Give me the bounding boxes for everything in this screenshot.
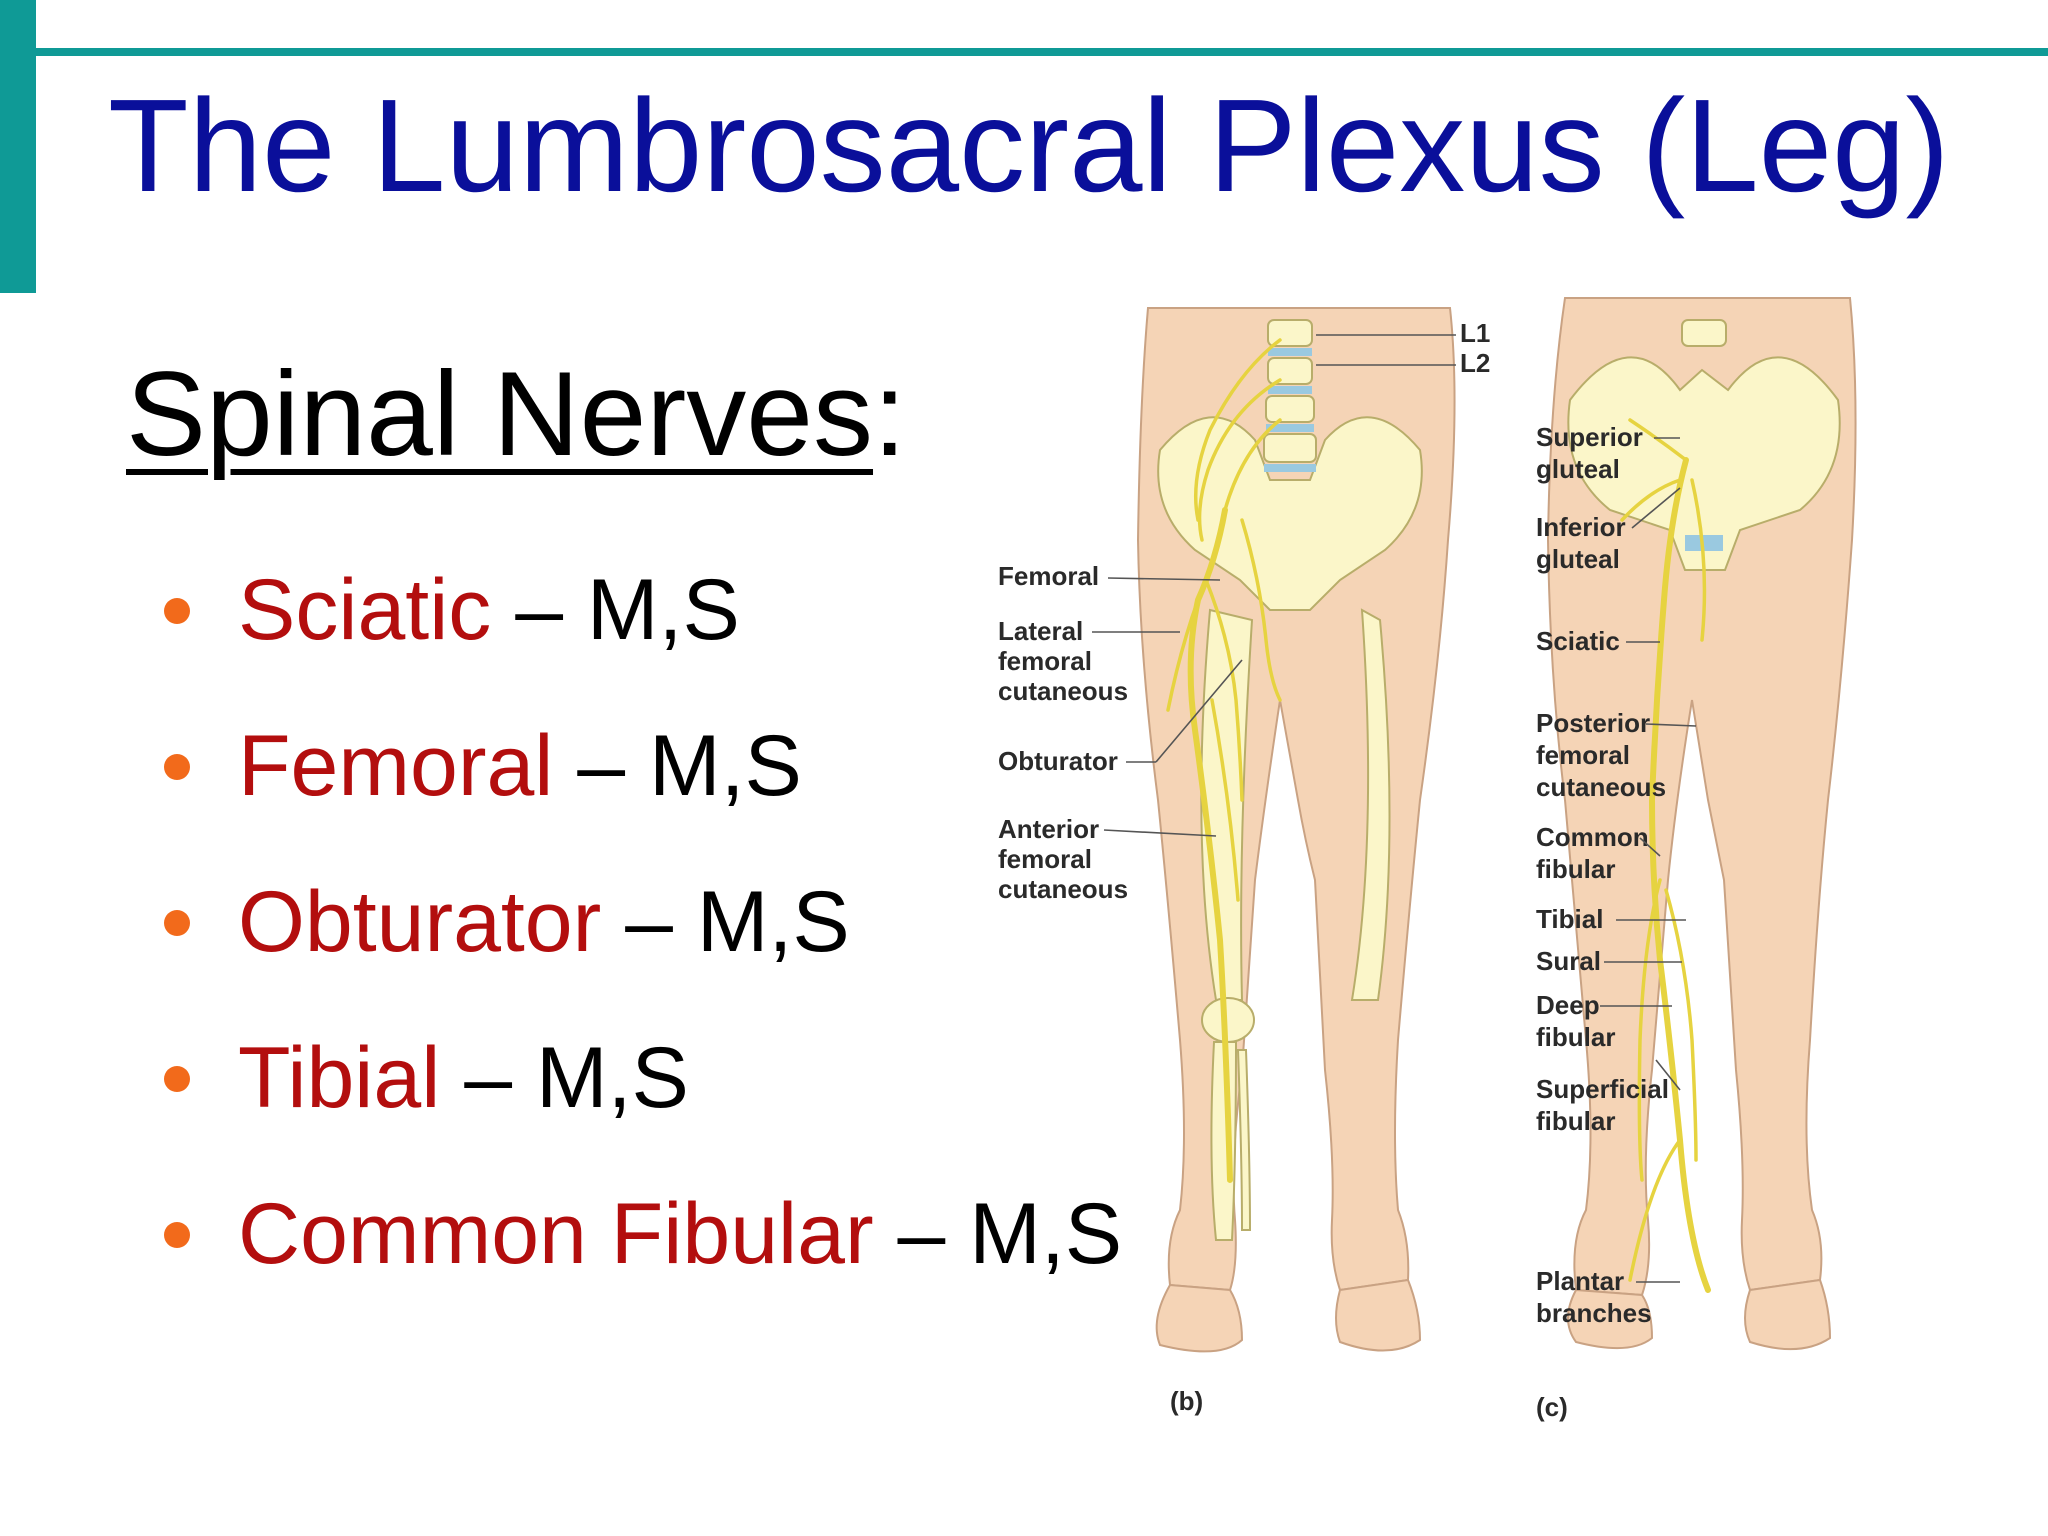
nerve-function: – M,S — [873, 1186, 1123, 1282]
list-item: Femoral – M,S — [160, 696, 1122, 852]
nerve-function: – M,S — [491, 562, 740, 658]
nerve-name: Sciatic — [238, 562, 492, 658]
bullet-dot — [164, 1222, 190, 1248]
vertebra-label-l2: L2 — [1460, 348, 1490, 378]
label-obturator: Obturator — [998, 746, 1118, 776]
panel-label-c: (c) — [1536, 1392, 1568, 1422]
label-lateral-femoral-cutaneous-2: femoral — [998, 646, 1092, 676]
slide-title: The Lumbrosacral Plexus (Leg) — [108, 72, 1950, 219]
label-sciatic: Sciatic — [1536, 626, 1620, 656]
label-femoral: Femoral — [998, 561, 1099, 591]
anterior-leg-illustration — [1136, 307, 1456, 1353]
nerve-function: – M,S — [553, 718, 802, 814]
label-anterior-femoral-cutaneous-2: femoral — [998, 844, 1092, 874]
label-common-fibular-2: fibular — [1536, 854, 1615, 884]
label-posterior-femoral-cutaneous-1: Posterior — [1536, 708, 1650, 738]
bullet-dot — [164, 754, 190, 780]
subtitle: Spinal Nerves: — [126, 344, 906, 484]
anatomy-figure: L1 L2 Femoral Lateral femoral cutaneous … — [980, 280, 2040, 1460]
label-posterior-femoral-cutaneous-3: cutaneous — [1536, 772, 1666, 802]
vertebra-label-l1: L1 — [1460, 318, 1490, 348]
nerve-name: Femoral — [238, 718, 554, 814]
label-superficial-fibular-1: Superficial — [1536, 1074, 1669, 1104]
nerve-function: – M,S — [440, 1030, 689, 1126]
nerve-name: Tibial — [238, 1030, 441, 1126]
label-superior-gluteal-1: Superior — [1536, 422, 1643, 452]
accent-rule — [36, 48, 2048, 56]
list-item: Obturator – M,S — [160, 852, 1122, 1008]
label-tibial: Tibial — [1536, 904, 1603, 934]
label-lateral-femoral-cutaneous-3: cutaneous — [998, 676, 1128, 706]
label-anterior-femoral-cutaneous-3: cutaneous — [998, 874, 1128, 904]
accent-bar-vertical — [0, 0, 36, 293]
label-anterior-femoral-cutaneous-1: Anterior — [998, 814, 1099, 844]
label-superficial-fibular-2: fibular — [1536, 1106, 1615, 1136]
anatomy-svg: L1 L2 Femoral Lateral femoral cutaneous … — [998, 297, 1857, 1422]
label-deep-fibular-2: fibular — [1536, 1022, 1615, 1052]
bullet-dot — [164, 1066, 190, 1092]
list-item: Tibial – M,S — [160, 1008, 1122, 1164]
bullet-dot — [164, 910, 190, 936]
label-common-fibular-1: Common — [1536, 822, 1649, 852]
label-inferior-gluteal-2: gluteal — [1536, 544, 1620, 574]
label-superior-gluteal-2: gluteal — [1536, 454, 1620, 484]
nerve-function: – M,S — [601, 874, 850, 970]
label-plantar-branches-1: Plantar — [1536, 1266, 1624, 1296]
nerve-name: Common Fibular — [238, 1186, 874, 1282]
label-sural: Sural — [1536, 946, 1601, 976]
label-lateral-femoral-cutaneous-1: Lateral — [998, 616, 1083, 646]
label-plantar-branches-2: branches — [1536, 1298, 1652, 1328]
bullet-dot — [164, 598, 190, 624]
label-posterior-femoral-cutaneous-2: femoral — [1536, 740, 1630, 770]
label-deep-fibular-1: Deep — [1536, 990, 1600, 1020]
nerve-name: Obturator — [238, 874, 602, 970]
list-item: Common Fibular – M,S — [160, 1164, 1122, 1320]
label-inferior-gluteal-1: Inferior — [1536, 512, 1626, 542]
nerve-list: Sciatic – M,S Femoral – M,S Obturator – … — [160, 540, 1122, 1320]
subtitle-text: Spinal Nerves — [126, 347, 874, 481]
posterior-leg-illustration — [1546, 297, 1857, 1351]
subtitle-colon: : — [873, 347, 907, 481]
list-item: Sciatic – M,S — [160, 540, 1122, 696]
panel-label-b: (b) — [1170, 1386, 1203, 1416]
